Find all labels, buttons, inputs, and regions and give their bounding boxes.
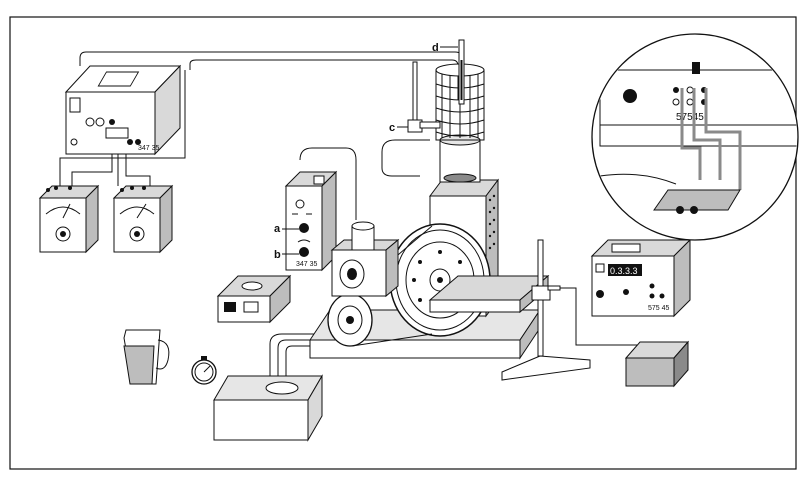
label-b-group: b (274, 249, 299, 261)
label-a: a (274, 223, 281, 235)
water-hose (269, 333, 318, 380)
power-supply-code: 575 45 (648, 305, 670, 312)
label-b: b (274, 249, 281, 261)
label-c-group: c (389, 122, 408, 134)
connection-tray (624, 340, 690, 388)
label-d: d (432, 42, 439, 54)
small-control-box (216, 274, 292, 324)
multimeter-left (38, 184, 100, 254)
label-d-group: d (432, 42, 458, 54)
cooling-plate (428, 274, 550, 314)
control-unit-box: 347 35 (64, 64, 182, 156)
counter-display: 0.3.3.3 (610, 266, 638, 276)
inset-code: 57545 (676, 112, 704, 123)
measuring-jug-icon (123, 329, 170, 385)
lamp-control-code: 347 35 (296, 261, 318, 268)
figure-frame (9, 16, 797, 470)
generator-unit (330, 221, 400, 298)
water-tank (213, 374, 323, 442)
temperature-probe (407, 61, 441, 133)
label-c: c (389, 122, 395, 134)
multimeter-right (112, 184, 174, 254)
lamp-control-unit: 347 35 (284, 170, 338, 272)
stopwatch-icon (191, 356, 217, 385)
tripod-stand (501, 239, 591, 381)
label-a-group: a (274, 223, 299, 235)
control-unit-code: 347 35 (138, 145, 160, 152)
magnifier-inset-icon: 57545 (591, 33, 799, 241)
power-supply-unit: 0.3.3.3 575 45 (590, 238, 692, 318)
thermometer-icon (458, 39, 465, 105)
